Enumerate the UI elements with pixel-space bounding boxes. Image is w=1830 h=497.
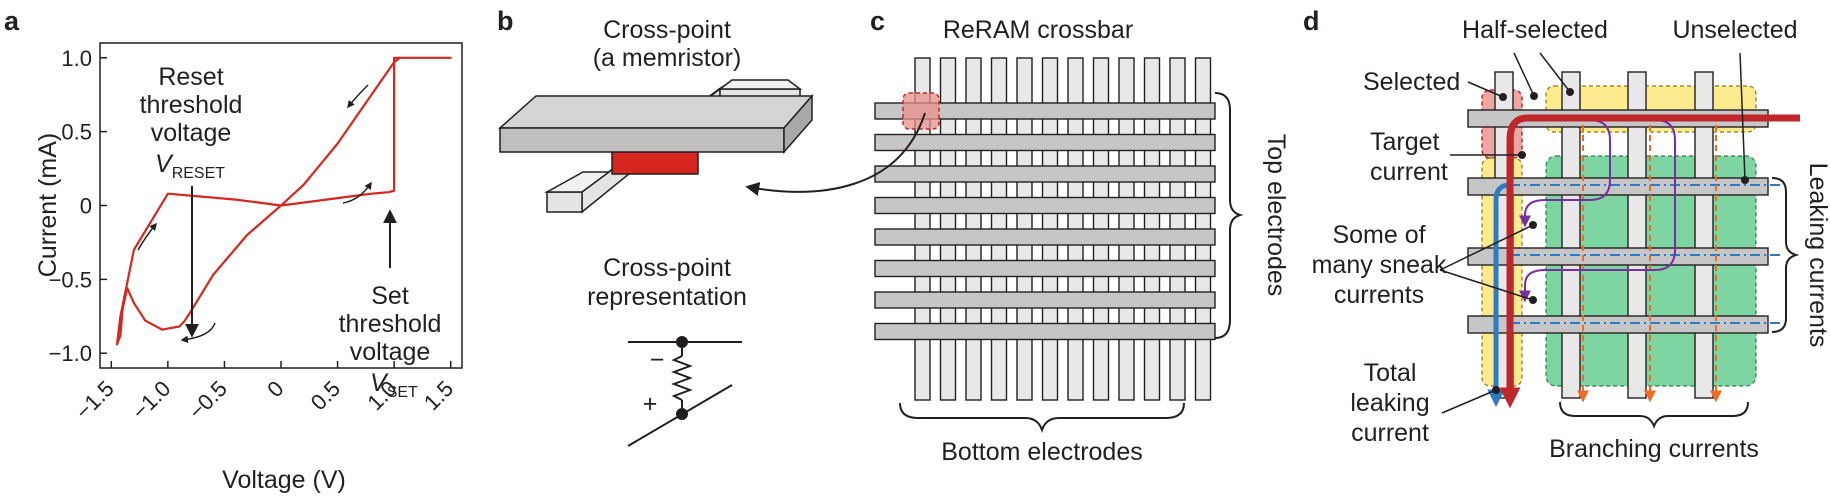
cross-point-title: Cross-point — [603, 16, 731, 44]
y-tick-label: 0.5 — [61, 120, 92, 145]
target-current-arrow — [1499, 114, 1800, 409]
leaking-current-lines — [1510, 184, 1780, 324]
memristor-element — [611, 149, 699, 175]
crossbar-row — [1467, 315, 1769, 334]
panel-c-letter: c — [870, 6, 885, 36]
svg-text:Reset: Reset — [158, 63, 223, 91]
x-axis-label: Voltage (V) — [222, 466, 346, 494]
sweep-direction-arrows — [137, 84, 372, 344]
set-threshold-annotation: Set threshold voltage VSET — [339, 209, 442, 401]
y-tick-label: 0 — [80, 194, 92, 219]
top-electrode-3d — [498, 94, 814, 154]
top-electrode — [874, 259, 1216, 278]
svg-text:currents: currents — [1334, 281, 1424, 309]
reset-threshold-annotation: Reset threshold voltage VRESET — [140, 63, 243, 338]
crossbar-rows — [1467, 109, 1769, 334]
y-tick-label: −0.5 — [49, 267, 92, 292]
x-tick-label: 0 — [262, 376, 288, 402]
branching-currents-label: Branching currents — [1549, 435, 1759, 463]
branching-brace — [1559, 401, 1749, 429]
top-electrodes — [874, 102, 1216, 341]
memristor-symbol — [627, 336, 742, 447]
x-tick-label: −0.5 — [184, 376, 232, 424]
representation-title: Cross-point — [603, 254, 731, 282]
unselected-label: Unselected — [1672, 16, 1797, 44]
selected-cross-point — [902, 92, 940, 130]
top-electrode — [874, 165, 1216, 183]
selected-label: Selected — [1363, 68, 1460, 96]
branching-current-lines — [1577, 115, 1722, 403]
plus-sign: + — [643, 390, 658, 418]
total-leaking-label: Total — [1364, 359, 1417, 387]
top-electrode — [874, 133, 1216, 152]
top-electrode — [874, 322, 1216, 341]
svg-text:voltage: voltage — [350, 338, 431, 366]
svg-text:VSET: VSET — [370, 369, 418, 401]
svg-text:leaking: leaking — [1350, 389, 1429, 417]
minus-sign: − — [650, 346, 665, 374]
svg-text:current: current — [1370, 158, 1448, 186]
svg-text:current: current — [1351, 419, 1429, 447]
crossbar-row — [1467, 177, 1769, 196]
top-electrode — [874, 291, 1216, 309]
half-selected-label: Half-selected — [1462, 16, 1608, 44]
svg-text:representation: representation — [587, 283, 747, 311]
y-axis-label: Current (mA) — [34, 133, 62, 277]
leaking-currents-label: Leaking currents — [1804, 163, 1830, 348]
bottom-brace — [899, 402, 1185, 434]
panel-d: d — [1303, 6, 1830, 463]
top-electrode — [874, 102, 1216, 120]
top-electrode — [874, 196, 1216, 215]
zoom-arrow — [745, 112, 926, 196]
leader-lines — [1439, 52, 1746, 414]
panel-c: c ReRAM crossbar Top electrodes Bottom e… — [745, 6, 1290, 466]
sneak-currents-label: Some of — [1332, 221, 1425, 249]
svg-text:(a memristor): (a memristor) — [593, 44, 742, 72]
sneak-current-paths — [1519, 119, 1676, 303]
panel-d-letter: d — [1303, 6, 1320, 36]
panel-b-letter: b — [497, 6, 514, 36]
panel-a-letter: a — [4, 6, 20, 36]
x-tick-label: 0.5 — [306, 376, 345, 415]
y-tick-label: 1.0 — [61, 46, 92, 71]
target-current-label: Target — [1370, 128, 1440, 156]
svg-text:threshold: threshold — [140, 91, 243, 119]
bottom-electrodes-label: Bottom electrodes — [941, 438, 1143, 466]
iv-curve — [115, 56, 452, 346]
top-electrodes-label: Top electrodes — [1262, 134, 1290, 297]
svg-text:many sneak: many sneak — [1312, 251, 1447, 279]
crossbar-title: ReRAM crossbar — [943, 16, 1133, 44]
svg-text:VRESET: VRESET — [155, 150, 225, 182]
top-electrode — [874, 228, 1216, 246]
svg-text:threshold: threshold — [339, 310, 442, 338]
y-tick-label: −1.0 — [49, 341, 92, 366]
marker-dots — [1492, 88, 1749, 394]
leaking-brace — [1771, 177, 1800, 333]
x-tick-label: −1.0 — [127, 376, 175, 424]
x-tick-label: −1.5 — [70, 376, 118, 424]
top-brace — [1214, 92, 1244, 339]
panel-b: b Cross-point (a memristor) Cross-point … — [497, 6, 814, 447]
svg-text:Set: Set — [371, 282, 409, 310]
x-tick-label: 1.5 — [419, 376, 458, 415]
svg-text:voltage: voltage — [151, 119, 232, 147]
